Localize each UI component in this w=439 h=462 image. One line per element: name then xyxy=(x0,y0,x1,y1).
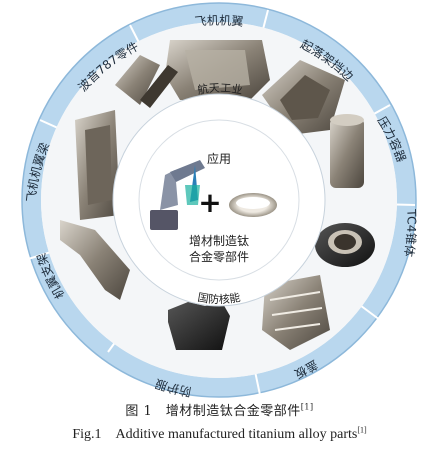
caption-english-text: Fig.1 Additive manufactured titanium all… xyxy=(72,427,358,442)
inner-core xyxy=(138,119,300,281)
photo-wing xyxy=(165,40,270,100)
photo-armor xyxy=(168,302,230,350)
photo-frame-support xyxy=(60,220,130,300)
center-line2: 合金零部件 xyxy=(189,249,249,264)
center-title: 应用 xyxy=(207,151,231,166)
titanium-ring-illustration xyxy=(229,193,277,217)
plus-sign: + xyxy=(198,186,221,219)
caption-english-ref: [1] xyxy=(357,425,367,435)
caption-english: Fig.1 Additive manufactured titanium all… xyxy=(0,423,439,443)
photo-cover xyxy=(262,275,330,350)
center-line1: 增材制造钛 xyxy=(189,233,249,248)
photo-tc4-rib xyxy=(315,223,375,267)
photo-pressure-vessel xyxy=(330,114,364,188)
sector-defense: 国防核能 xyxy=(197,290,242,306)
application-circle-figure: + 应用 增材制造钛 合金零部件 航天工业 国防核能 飞机机翼 起落架挡边 压力… xyxy=(21,2,419,400)
photo-boeing787 xyxy=(115,55,178,108)
robot-arm-illustration xyxy=(150,160,205,230)
photo-frame-wing xyxy=(75,110,120,220)
caption-chinese: 图 1 增材制造钛合金零部件[1] xyxy=(0,400,439,419)
caption-chinese-text: 图 1 增材制造钛合金零部件 xyxy=(125,404,301,419)
caption-chinese-ref: [1] xyxy=(300,402,314,412)
